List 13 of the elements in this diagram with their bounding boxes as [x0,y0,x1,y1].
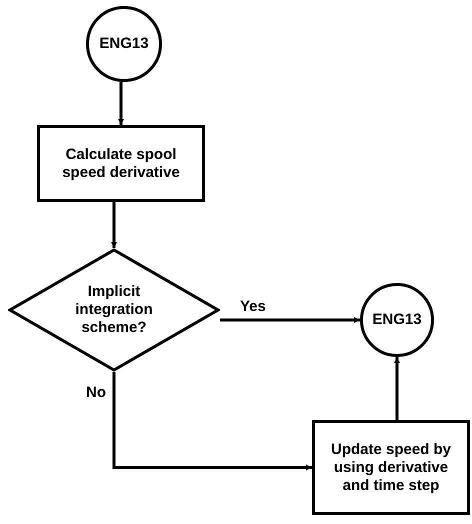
connector-label: ENG13 [99,35,149,53]
process-text: Calculate spool speed derivative [61,146,181,182]
decision-diamond [8,248,220,372]
arrow [112,372,312,470]
process-box [37,125,205,202]
decision-text: Implicit integration scheme? [74,283,154,337]
arrow [220,317,360,323]
process-box [312,420,470,515]
connector-label: ENG13 [372,311,422,329]
process-text: Update speed by using derivative and time step [330,440,452,494]
arrow [111,202,117,248]
arrow [394,357,400,420]
arrow [118,82,124,125]
